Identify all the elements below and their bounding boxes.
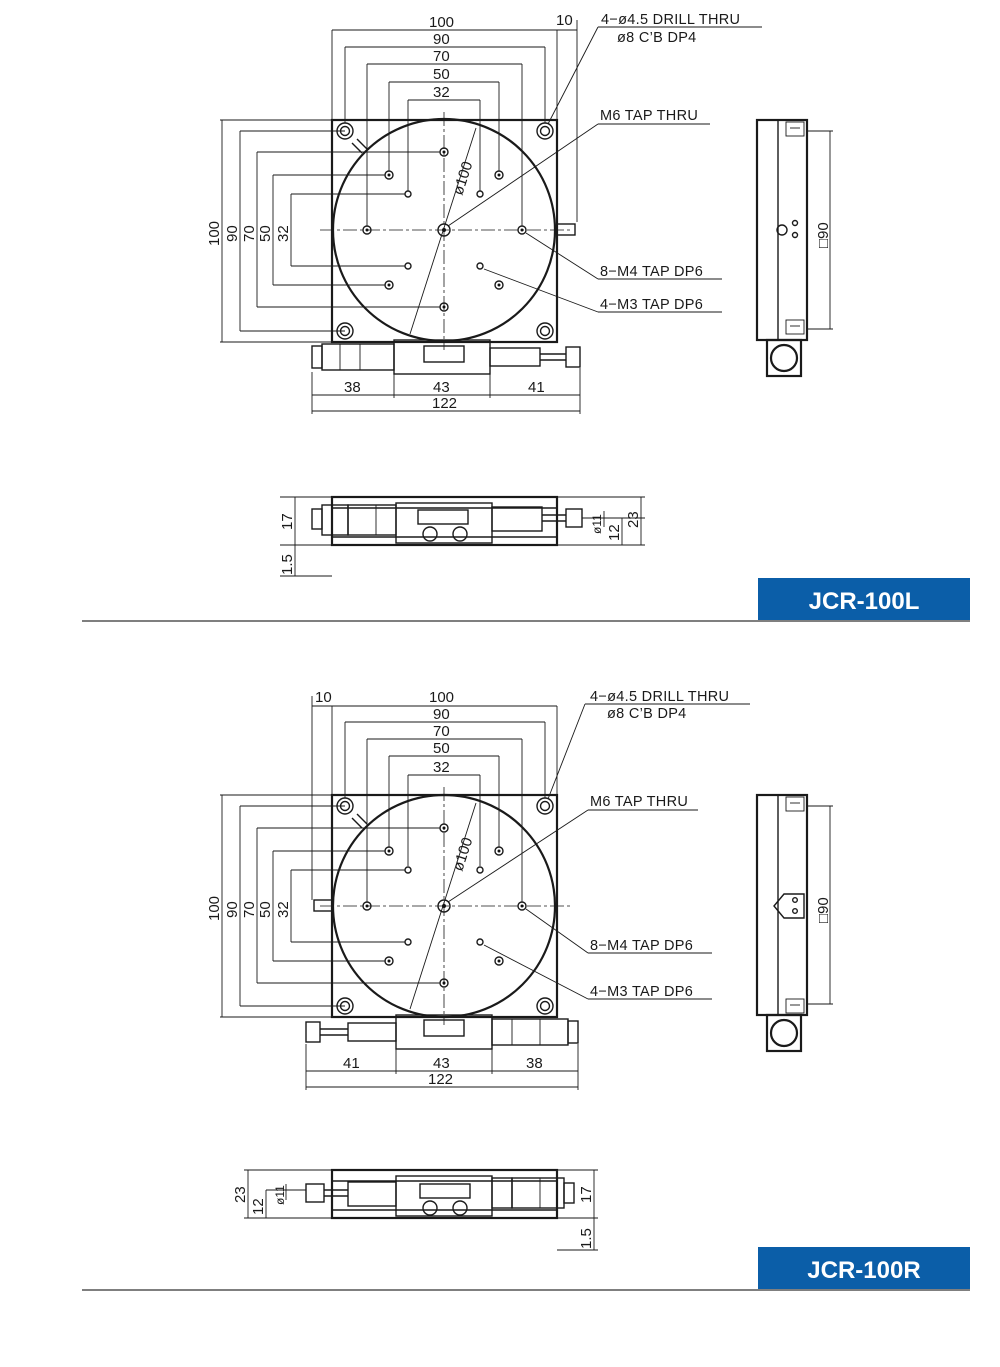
vertical-dims: 100 90 70 50 32: [206, 794, 440, 1018]
model-label: JCR-100R: [807, 1257, 920, 1284]
svg-text:100: 100: [206, 221, 223, 246]
note-drill: 4−ø4.5 DRILL THRU: [601, 12, 740, 28]
svg-text:17: 17: [279, 513, 296, 530]
diameter-label: ø100: [450, 159, 477, 197]
drawing-jcr-100l: ø100: [82, 12, 970, 622]
tap-holes: [362, 823, 527, 988]
svg-text:122: 122: [432, 395, 457, 412]
note-m4: 8−M4 TAP DP6: [590, 938, 693, 954]
worm-drive: [311, 339, 581, 375]
svg-text:23: 23: [625, 511, 642, 528]
svg-text:10: 10: [556, 12, 573, 29]
svg-text:50: 50: [257, 901, 274, 918]
svg-text:ø11: ø11: [273, 1185, 287, 1205]
svg-text:70: 70: [241, 901, 258, 918]
svg-text:50: 50: [257, 225, 274, 242]
horizontal-dims: 100 10 90 70 50 32: [331, 12, 578, 226]
model-badge: JCR-100R: [758, 1247, 970, 1289]
bottom-dims: 38 43 41 122: [311, 368, 581, 414]
svg-text:41: 41: [528, 379, 545, 396]
bottom-dims: 41 43 38 122: [305, 1044, 579, 1090]
note-drill: 4−ø4.5 DRILL THRU: [590, 689, 729, 705]
model-label: JCR-100L: [809, 588, 920, 615]
drawing-jcr-100r: ø100: [82, 689, 970, 1291]
svg-text:1.5: 1.5: [578, 1228, 595, 1249]
vertical-dims: 100 90 70 50 32: [206, 119, 440, 343]
svg-text:90: 90: [224, 901, 241, 918]
top-view: ø100: [311, 112, 581, 375]
note-m6: M6 TAP THRU: [600, 108, 698, 124]
note-m6: M6 TAP THRU: [590, 794, 688, 810]
svg-text:70: 70: [433, 723, 450, 740]
svg-text:38: 38: [344, 379, 361, 396]
svg-text:50: 50: [433, 66, 450, 83]
svg-text:100: 100: [429, 14, 454, 31]
note-counterbore: ø8 C’B DP4: [607, 706, 687, 722]
svg-text:32: 32: [275, 225, 292, 242]
svg-text:50: 50: [433, 740, 450, 757]
svg-text:70: 70: [241, 225, 258, 242]
svg-text:32: 32: [275, 901, 292, 918]
svg-text:100: 100: [206, 896, 223, 921]
svg-text:38: 38: [526, 1055, 543, 1072]
svg-text:122: 122: [428, 1071, 453, 1088]
note-m3: 4−M3 TAP DP6: [600, 297, 703, 313]
svg-text:100: 100: [429, 689, 454, 706]
svg-text:32: 32: [433, 759, 450, 776]
front-view: 23 12 ø11 17 1.5: [232, 1168, 598, 1251]
svg-text:23: 23: [232, 1186, 249, 1203]
side-view-right: □90: [755, 793, 833, 1053]
svg-text:□90: □90: [815, 897, 832, 923]
note-counterbore: ø8 C’B DP4: [617, 30, 697, 46]
svg-text:32: 32: [433, 84, 450, 101]
side-view-right: □90: [755, 118, 833, 378]
svg-text:90: 90: [224, 225, 241, 242]
svg-text:41: 41: [343, 1055, 360, 1072]
model-badge: JCR-100L: [758, 578, 970, 620]
worm-drive: [305, 1014, 579, 1050]
svg-text:1.5: 1.5: [279, 554, 296, 575]
diameter-label: ø100: [450, 835, 477, 873]
svg-text:43: 43: [433, 379, 450, 396]
svg-text:70: 70: [433, 48, 450, 65]
svg-text:17: 17: [578, 1186, 595, 1203]
callouts: 4−ø4.5 DRILL THRU ø8 C’B DP4 M6 TAP THRU…: [447, 689, 750, 1000]
svg-text:12: 12: [606, 524, 623, 541]
svg-text:90: 90: [433, 31, 450, 48]
svg-text:ø11: ø11: [590, 514, 604, 534]
front-view: 17 1.5 23 12 ø11: [279, 495, 645, 577]
svg-text:43: 43: [433, 1055, 450, 1072]
callouts: 4−ø4.5 DRILL THRU ø8 C’B DP4 M6 TAP THRU…: [447, 12, 762, 313]
svg-text:□90: □90: [815, 222, 832, 248]
top-view: ø100: [305, 787, 579, 1050]
svg-text:12: 12: [250, 1198, 267, 1215]
note-m4: 8−M4 TAP DP6: [600, 264, 703, 280]
horizontal-dims: 10 100 90 70 50 32: [311, 689, 558, 902]
tap-holes: [362, 147, 527, 312]
svg-text:10: 10: [315, 689, 332, 706]
note-m3: 4−M3 TAP DP6: [590, 984, 693, 1000]
svg-text:90: 90: [433, 706, 450, 723]
